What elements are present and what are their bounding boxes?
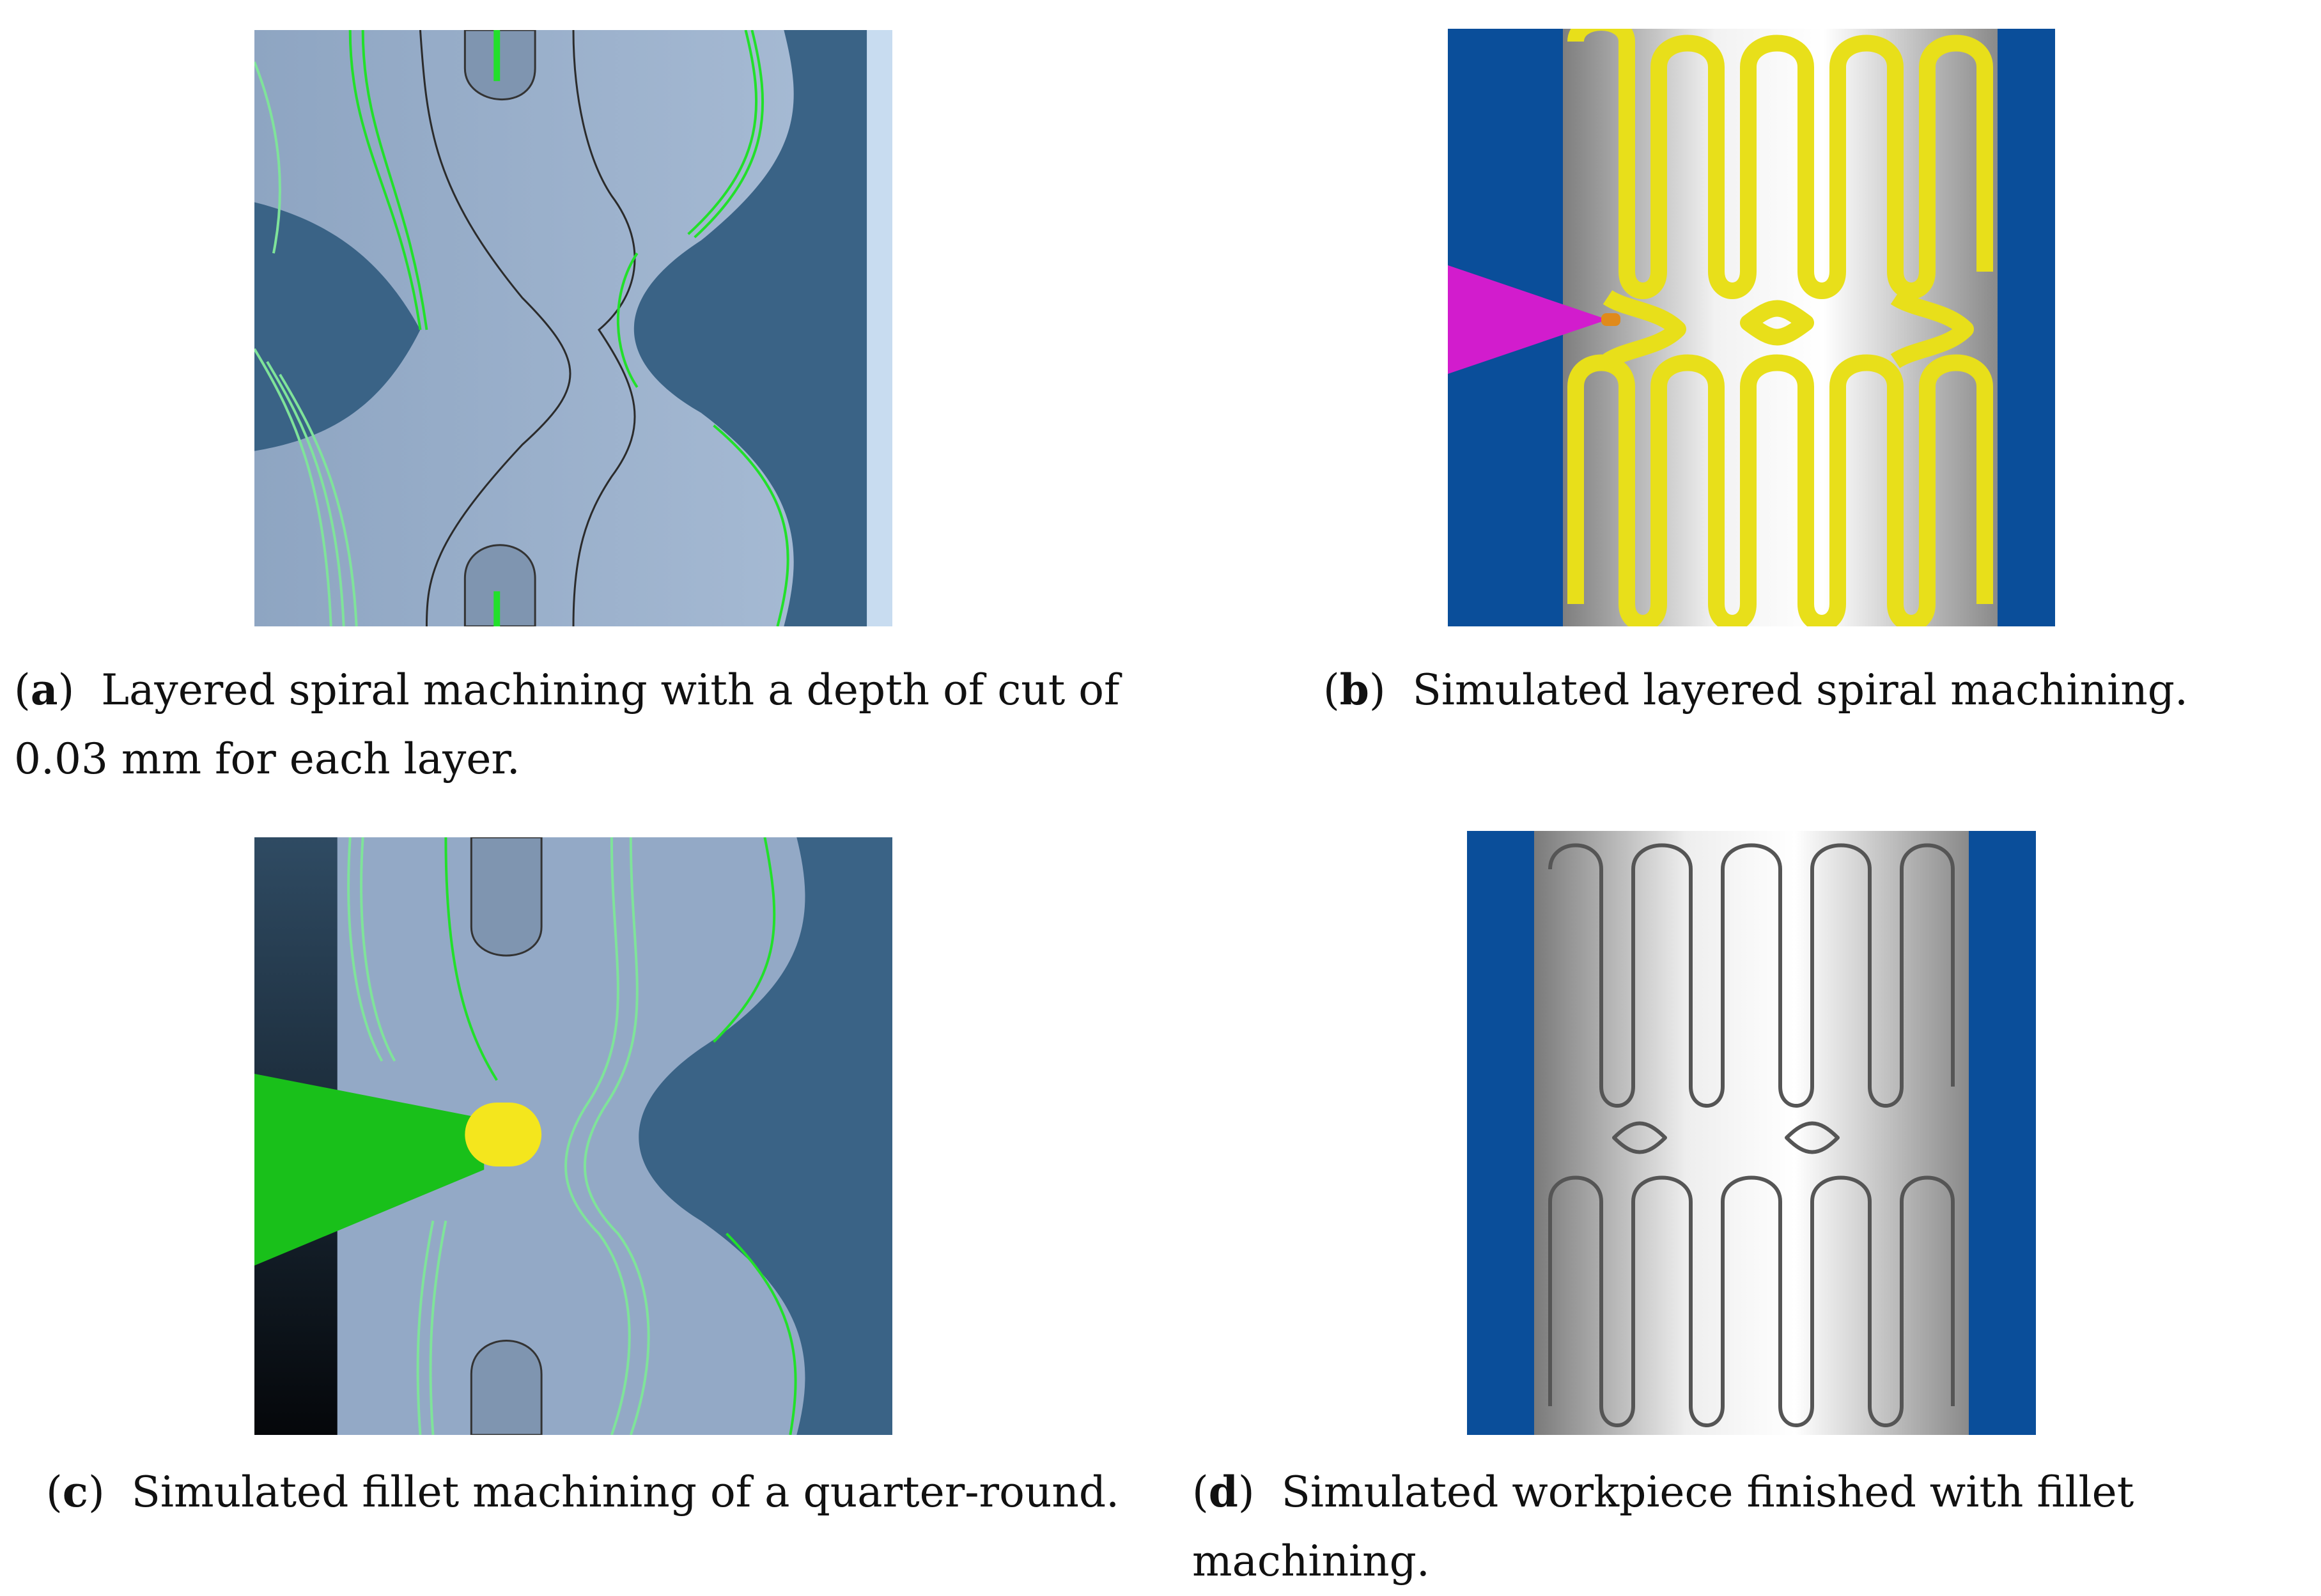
panel-b-image	[1448, 29, 2055, 626]
caption-c-label: c	[62, 1467, 88, 1517]
caption-a-label: a	[30, 665, 58, 715]
caption-a: (a) Layered spiral machining with a dept…	[14, 665, 1120, 784]
caption-b-text: Simulated layered spiral machining.	[1412, 665, 2189, 715]
caption-d-label: d	[1208, 1467, 1238, 1517]
caption-b: (b) Simulated layered spiral machining.	[1323, 665, 2189, 715]
tool-yellow-tip	[465, 1103, 542, 1166]
panel-d-image	[1467, 831, 2036, 1435]
tool-magenta	[1448, 265, 1608, 374]
slot-top	[470, 837, 543, 957]
panel-c-image	[254, 837, 892, 1435]
caption-a-text: Layered spiral machining with a depth of…	[14, 665, 1120, 784]
slot-bottom	[463, 544, 536, 626]
cavity-right	[639, 837, 892, 1435]
caption-c-text: Simulated fillet machining of a quarter-…	[131, 1468, 1120, 1517]
caption-d-text: Simulated workpiece finished with fillet…	[1192, 1468, 2134, 1586]
tool-green	[254, 1074, 485, 1266]
cavity-right	[633, 30, 892, 626]
slot-bottom	[470, 1340, 543, 1435]
panel-a-image	[254, 30, 892, 626]
caption-d: (d) Simulated workpiece finished with fi…	[1192, 1467, 2134, 1586]
cavity-left	[254, 202, 421, 451]
caption-b-label: b	[1339, 665, 1369, 715]
caption-c: (c) Simulated fillet machining of a quar…	[46, 1467, 1120, 1517]
